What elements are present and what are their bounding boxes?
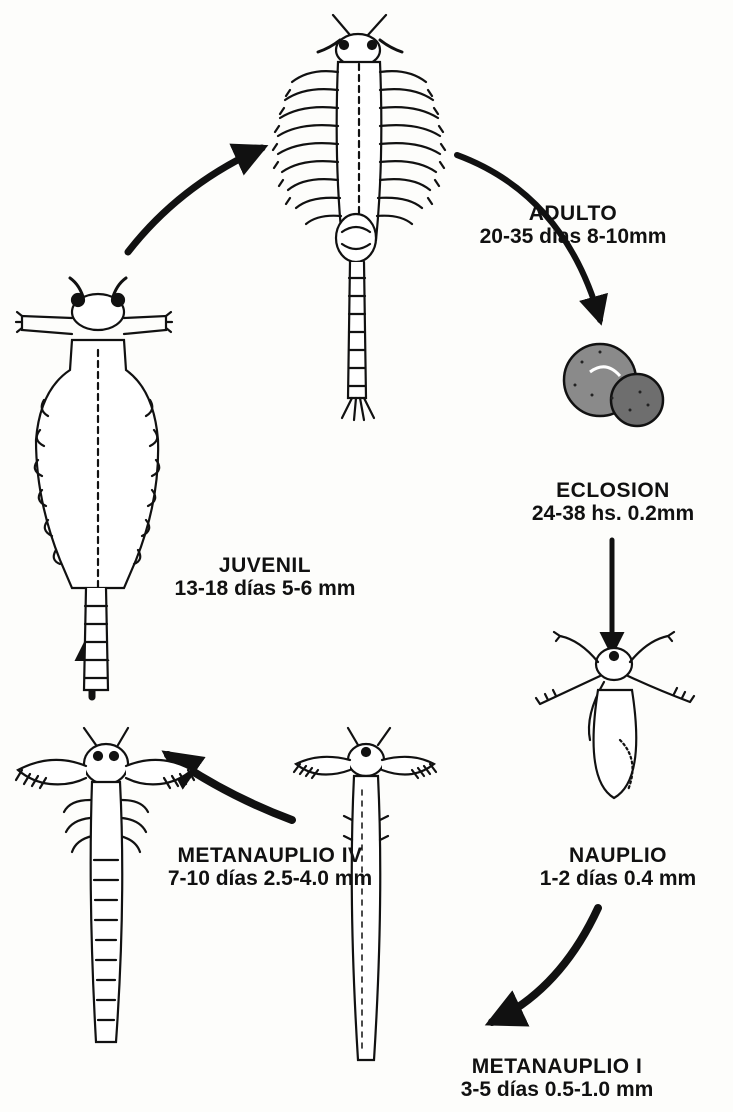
stage-name: ECLOSION bbox=[518, 480, 708, 503]
cyst-illustration bbox=[564, 344, 663, 426]
metanauplius-i-illustration bbox=[294, 728, 436, 1060]
stage-detail: 24-38 hs. 0.2mm bbox=[518, 503, 708, 526]
juvenile-illustration bbox=[16, 278, 172, 690]
arrow-metanauplio-i-to-iv bbox=[168, 755, 292, 820]
stage-detail: 20-35 días 8-10mm bbox=[478, 226, 668, 249]
stage-name: NAUPLIO bbox=[518, 845, 718, 868]
stage-name: JUVENIL bbox=[170, 555, 360, 578]
stage-detail: 3-5 días 0.5-1.0 mm bbox=[432, 1079, 682, 1102]
label-eclosion: ECLOSION 24-38 hs. 0.2mm bbox=[518, 480, 708, 525]
arrow-juvenil-to-adulto bbox=[128, 148, 262, 252]
label-adulto: ADULTO 20-35 días 8-10mm bbox=[478, 203, 668, 248]
label-juvenil: JUVENIL 13-18 días 5-6 mm bbox=[170, 555, 360, 600]
label-metanauplio-i: METANAUPLIO I 3-5 días 0.5-1.0 mm bbox=[432, 1056, 682, 1101]
adult-artemia-illustration bbox=[273, 15, 445, 420]
arrow-nauplio-to-metanauplio-i bbox=[492, 908, 598, 1022]
stage-name: METANAUPLIO I bbox=[432, 1056, 682, 1079]
label-metanauplio-iv: METANAUPLIO IV 7-10 días 2.5-4.0 mm bbox=[140, 845, 400, 890]
stage-detail: 7-10 días 2.5-4.0 mm bbox=[140, 868, 400, 891]
label-nauplio: NAUPLIO 1-2 días 0.4 mm bbox=[518, 845, 718, 890]
nauplius-illustration bbox=[536, 632, 694, 798]
stage-detail: 1-2 días 0.4 mm bbox=[518, 868, 718, 891]
stage-detail: 13-18 días 5-6 mm bbox=[170, 578, 360, 601]
stage-name: ADULTO bbox=[478, 203, 668, 226]
stage-name: METANAUPLIO IV bbox=[140, 845, 400, 868]
